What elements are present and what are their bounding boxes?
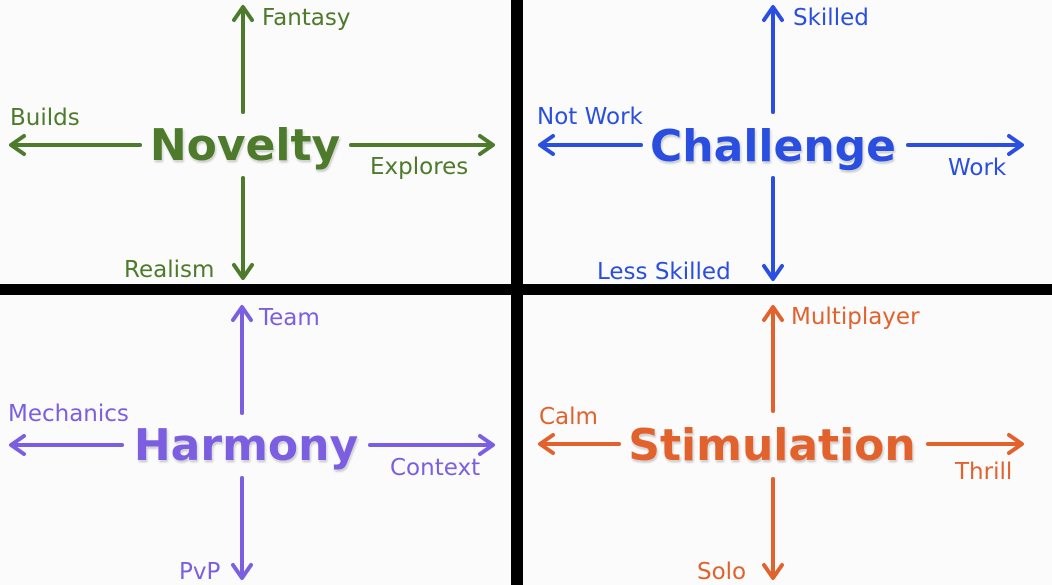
challenge-axes — [538, 5, 1024, 281]
novelty-up-label: Fantasy — [262, 5, 351, 31]
harmony-up-label: Team — [259, 305, 320, 331]
novelty-down-label: Realism — [124, 257, 215, 283]
stimulation-axes — [538, 305, 1024, 580]
challenge-left-label: Not Work — [537, 104, 643, 130]
challenge-title: Challenge — [650, 121, 896, 172]
harmony-right-label: Context — [390, 455, 481, 481]
novelty-title: Novelty — [149, 120, 341, 171]
stimulation-title: Stimulation — [628, 420, 916, 471]
challenge-quadrant: Challenge Skilled Not Work Work Less Ski… — [523, 0, 1052, 284]
novelty-left-label: Builds — [10, 105, 80, 131]
stimulation-right-label: Thrill — [955, 459, 1013, 485]
harmony-left-label: Mechanics — [8, 401, 129, 427]
novelty-right-label: Explores — [370, 154, 469, 180]
harmony-axes — [9, 305, 495, 580]
novelty-quadrant: Novelty Fantasy Builds Explores Realism — [0, 0, 511, 284]
challenge-down-label: Less Skilled — [597, 259, 731, 284]
stimulation-down-label: Solo — [697, 559, 747, 585]
stimulation-left-label: Calm — [539, 404, 598, 430]
harmony-down-label: PvP — [179, 559, 221, 585]
stimulation-quadrant: Stimulation Multiplayer Calm Thrill Solo — [523, 295, 1052, 585]
challenge-up-label: Skilled — [793, 5, 869, 31]
novelty-axes — [9, 5, 495, 280]
harmony-quadrant: Harmony Team Mechanics Context PvP — [0, 295, 511, 585]
stimulation-up-label: Multiplayer — [791, 304, 920, 330]
challenge-right-label: Work — [948, 155, 1007, 181]
harmony-title: Harmony — [133, 420, 359, 471]
